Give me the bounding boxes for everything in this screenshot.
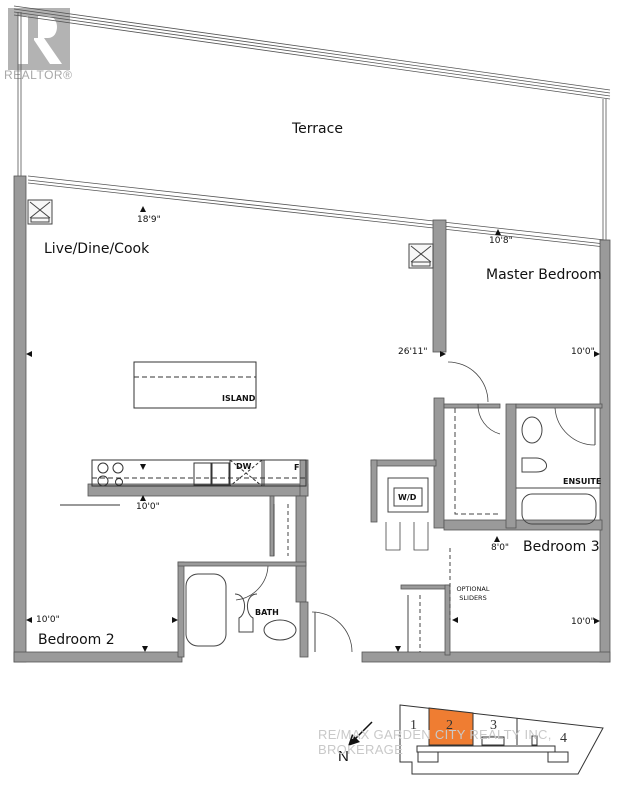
room-label-terrace: Terrace [292, 121, 343, 137]
fixture-label-bath: BATH [255, 608, 279, 617]
dimension-bedroom2-depth: 10'0" [36, 615, 60, 625]
dimension-master-width: 10'8" [489, 236, 513, 246]
dimension-kitchen: 10'0" [136, 502, 160, 512]
room-label-live-dine-cook: Live/Dine/Cook [44, 241, 150, 257]
fixture-label-optional-sliders: OPTIONAL SLIDERS [456, 585, 490, 602]
keyplan-unit-1: 1 [410, 718, 417, 733]
keyplan-unit-4: 4 [560, 731, 567, 746]
brokerage-watermark: RE/MAX GARDEN CITY REALTY INC, BROKERAGE [318, 727, 552, 757]
room-label-bedroom-3: Bedroom 3 [523, 539, 600, 555]
dimension-live-depth: 26'11" [398, 347, 428, 357]
keyplan-unit-2: 2 [446, 718, 453, 733]
keyplan-unit-3: 3 [490, 718, 497, 733]
fixture-label-island: ISLAND [222, 394, 256, 403]
fixture-label-ensuite: ENSUITE [563, 477, 602, 486]
north-label: N [338, 748, 349, 765]
dimension-master-depth: 10'0" [571, 347, 595, 357]
dimension-bedroom3-width: 8'0" [491, 543, 510, 553]
dimension-live-width: 18'9" [137, 215, 161, 225]
fixture-label-washer-dryer: W/D [398, 493, 417, 502]
fixture-label-dishwasher: DW [236, 462, 252, 471]
dimension-bedroom3-depth: 10'0" [571, 617, 595, 627]
room-label-bedroom-2: Bedroom 2 [38, 632, 115, 648]
fixture-label-fridge: F [294, 463, 300, 472]
room-label-master-bedroom: Master Bedroom [486, 267, 602, 283]
